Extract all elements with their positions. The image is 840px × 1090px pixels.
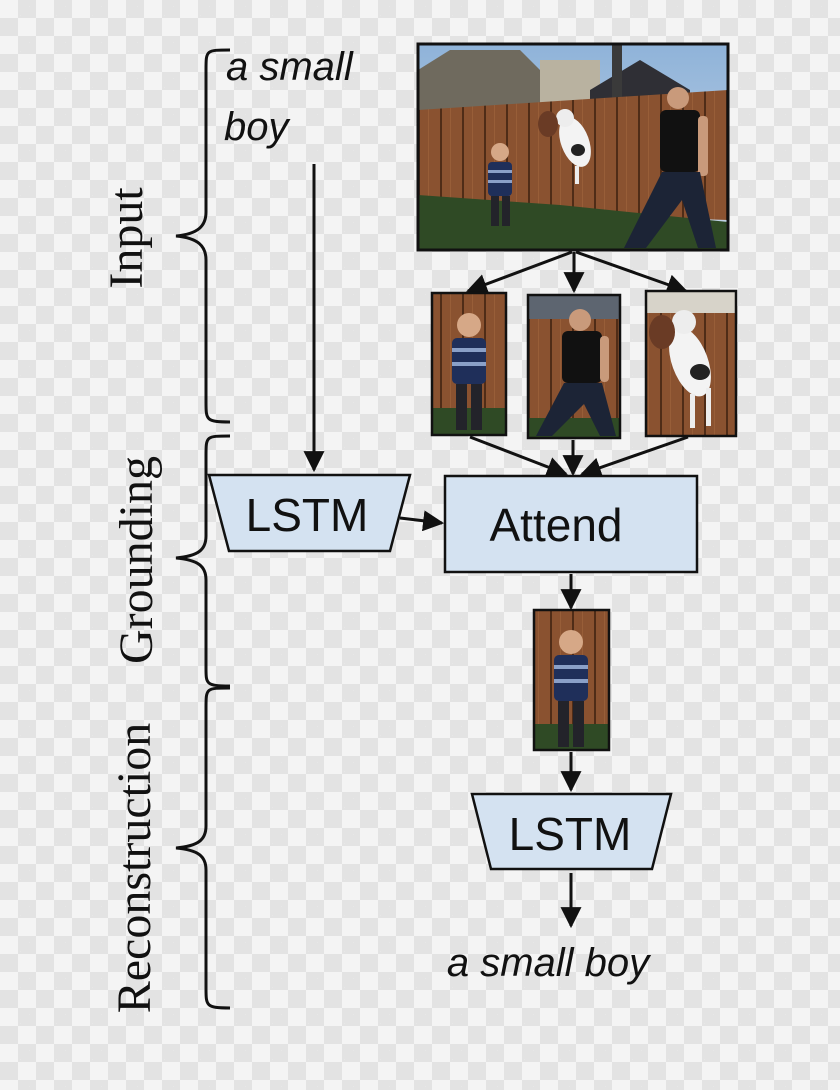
output-phrase: a small boy [447,941,652,985]
dog-figure [538,109,591,184]
input-phrase-line1: a small [226,45,354,89]
arrow-image-to-crop-boy [466,250,573,295]
attend-label: Attend [490,499,623,551]
section-label-input: Input [100,187,153,289]
arrow-crop-dog-to-attend [580,435,689,478]
decoder-lstm: LSTM [470,792,673,871]
section-label-grounding: Grounding [110,456,163,664]
boy-figure [488,143,512,226]
encoder-lstm: LSTM [207,473,412,553]
input-image [416,42,730,252]
arrow-crop-boy-to-attend [469,435,568,478]
arrow-image-to-crop-dog [575,250,688,295]
brace-grounding [175,434,231,688]
crop-dog [644,289,738,438]
crop-boy [430,291,508,437]
section-label-reconstruction: Reconstruction [108,723,161,1014]
brace-input [175,48,231,424]
arrow-encoder-to-attend [399,510,445,532]
selected-crop-boy [532,608,611,752]
man-figure [624,87,716,248]
input-phrase-line2: boy [224,105,291,149]
encoder-lstm-label: LSTM [246,489,369,541]
brace-reconstruction [175,686,231,1010]
attend-block: Attend [443,474,699,574]
crop-man [526,293,622,440]
decoder-lstm-label: LSTM [509,808,632,860]
